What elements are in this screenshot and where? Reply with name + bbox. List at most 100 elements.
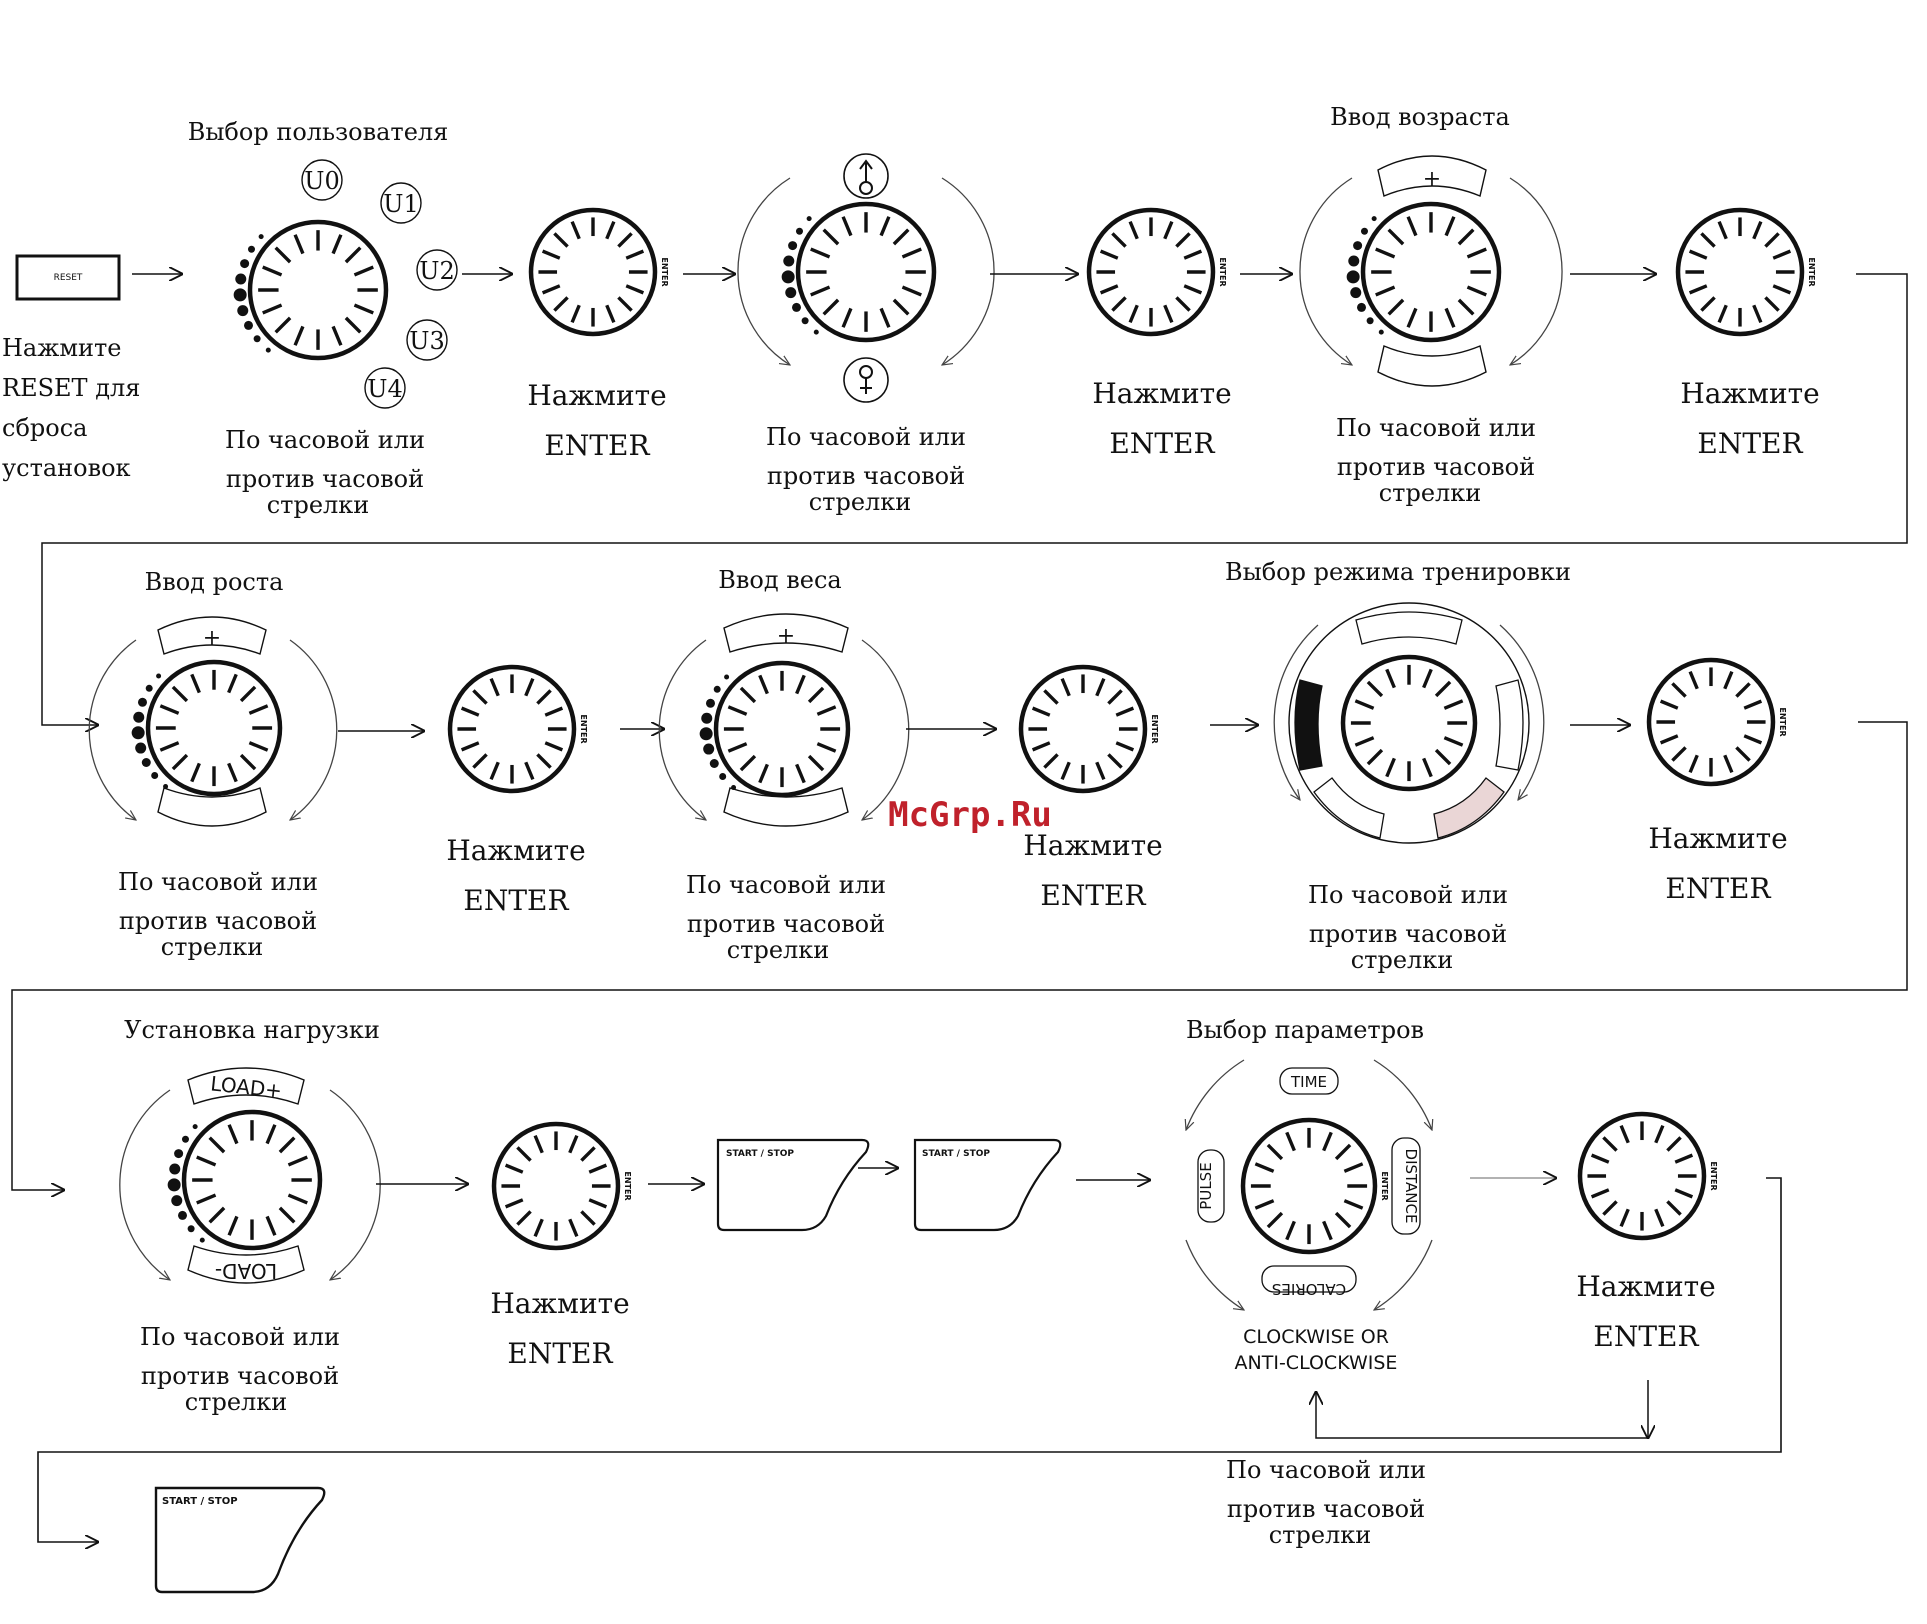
knob-rim bbox=[181, 1109, 323, 1251]
knob-rim bbox=[1018, 664, 1148, 794]
knob-tick bbox=[287, 1155, 308, 1167]
svg-text:стрелки: стрелки bbox=[727, 936, 830, 964]
knob-speed-dot bbox=[131, 726, 145, 740]
knob-tick bbox=[1285, 1131, 1296, 1152]
knob-tick bbox=[1031, 741, 1051, 752]
knob-rim bbox=[1646, 657, 1776, 787]
knob-tick bbox=[248, 741, 269, 752]
knob-tick bbox=[1354, 736, 1375, 747]
knob-tick bbox=[239, 753, 257, 771]
mode-segment-bottom-left bbox=[1313, 777, 1385, 839]
user-badge-u2: U2 bbox=[419, 257, 455, 285]
knob-speed-dot bbox=[1366, 317, 1374, 325]
knob-enter-6: ENTER bbox=[1646, 657, 1787, 787]
knob-tick bbox=[1060, 761, 1071, 781]
row-connector bbox=[37, 1177, 1782, 1542]
knob-tick bbox=[1266, 1211, 1284, 1229]
knob-speed-dot bbox=[785, 287, 797, 299]
knob-speed-dot bbox=[1348, 255, 1360, 267]
knob-age bbox=[1346, 201, 1502, 343]
knob-tick bbox=[758, 763, 769, 784]
knob-tick bbox=[1735, 746, 1751, 762]
turn-caption-weight: По часовой или против часовой стрелки bbox=[686, 871, 886, 964]
knob-tick bbox=[190, 673, 201, 694]
knob-tick bbox=[1700, 232, 1716, 248]
knob-speed-dot bbox=[174, 1149, 184, 1159]
knob-enter-4: ENTER bbox=[447, 664, 588, 794]
press-enter-caption: Нажмите ENTER bbox=[1576, 1270, 1715, 1353]
knob-speed-dot bbox=[265, 347, 271, 353]
knob-tick bbox=[331, 234, 343, 255]
knob-tick bbox=[1334, 1143, 1352, 1161]
knob-tick bbox=[353, 303, 374, 315]
knob-tick bbox=[1183, 249, 1203, 260]
knob-enter-3: ENTER bbox=[1675, 207, 1816, 337]
press-enter-caption: Нажмите ENTER bbox=[490, 1287, 629, 1370]
knob-load bbox=[167, 1109, 323, 1251]
knob-rim bbox=[1240, 1117, 1378, 1255]
press-enter-caption: Нажмите ENTER bbox=[1023, 829, 1162, 912]
knob-tick bbox=[1735, 682, 1751, 698]
knob-tick bbox=[516, 1146, 532, 1162]
svg-text:Нажмите: Нажмите bbox=[1092, 377, 1231, 410]
knob-speed-dot bbox=[237, 305, 249, 317]
knob-tick bbox=[1334, 1211, 1352, 1229]
knob-tick bbox=[605, 220, 616, 240]
knob-tick bbox=[1590, 1188, 1610, 1199]
title-load-setting: Установка нагрузки bbox=[124, 1016, 380, 1044]
knob-tick bbox=[278, 1136, 296, 1154]
clockwise-caption-en: CLOCKWISE OR ANTI-CLOCKWISE bbox=[1235, 1326, 1398, 1374]
knob-enter-label: ENTER bbox=[579, 714, 588, 743]
knob-tick bbox=[274, 316, 292, 334]
knob-enter-2: ENTER bbox=[1086, 207, 1227, 337]
knob-tick bbox=[1095, 677, 1106, 697]
user-badge-u4: U4 bbox=[367, 375, 403, 403]
knob-tick bbox=[1385, 757, 1396, 778]
svg-text:По часовой или: По часовой или bbox=[225, 426, 425, 454]
svg-text:TIME: TIME bbox=[1290, 1073, 1327, 1091]
svg-text:CLOCKWISE OR: CLOCKWISE OR bbox=[1243, 1326, 1389, 1348]
knob-speed-dot bbox=[178, 1210, 188, 1220]
knob-tick bbox=[208, 1136, 226, 1154]
watermark: McGrp.Ru bbox=[888, 795, 1052, 835]
knob-tick bbox=[1285, 1220, 1296, 1241]
knob-tick bbox=[617, 232, 633, 248]
rotate-ring-weight bbox=[658, 639, 910, 820]
user-badge-u0: U0 bbox=[304, 167, 340, 195]
knob-tick bbox=[1406, 307, 1418, 328]
knob-tick bbox=[892, 298, 910, 316]
svg-text:стрелки: стрелки bbox=[1379, 479, 1482, 507]
knob-weight bbox=[699, 660, 851, 798]
knob-enter-8: ENTER bbox=[1577, 1111, 1718, 1241]
svg-text:RESET: RESET bbox=[54, 273, 83, 283]
knob-tick bbox=[274, 246, 292, 264]
press-enter-caption: Нажмите ENTER bbox=[446, 834, 585, 917]
start-stop-screen-final: START / STOP bbox=[154, 1486, 326, 1594]
knob-tick bbox=[1674, 1188, 1694, 1199]
knob-tick bbox=[533, 1218, 544, 1238]
knob-tick bbox=[1743, 699, 1763, 710]
knob-tick bbox=[227, 673, 238, 694]
svg-text:ENTER: ENTER bbox=[1665, 872, 1771, 905]
knob-tick bbox=[190, 762, 201, 783]
knob-speed-dot bbox=[192, 1124, 198, 1130]
knob-tick bbox=[278, 1206, 296, 1224]
minus-pad-age bbox=[1377, 345, 1487, 387]
knob-tick bbox=[1444, 216, 1456, 237]
svg-text:стрелки: стрелки bbox=[185, 1388, 288, 1416]
knob-tick bbox=[1443, 736, 1464, 747]
svg-text:По часовой или: По часовой или bbox=[686, 871, 886, 899]
knob-tick bbox=[568, 1134, 579, 1154]
rotate-ring-mode bbox=[1273, 624, 1545, 800]
knob-tick bbox=[553, 296, 569, 312]
knob-tick bbox=[1043, 689, 1059, 705]
knob-speed-dot bbox=[783, 255, 795, 267]
plus-pad-weight: + bbox=[723, 613, 849, 653]
knob-tick bbox=[1107, 689, 1123, 705]
rotate-ring-params bbox=[1186, 1059, 1432, 1310]
female-icon bbox=[843, 357, 889, 403]
knob-speed-dot bbox=[1353, 241, 1363, 251]
knob-tick bbox=[570, 304, 581, 324]
svg-text:CALORIES: CALORIES bbox=[1272, 1280, 1346, 1298]
